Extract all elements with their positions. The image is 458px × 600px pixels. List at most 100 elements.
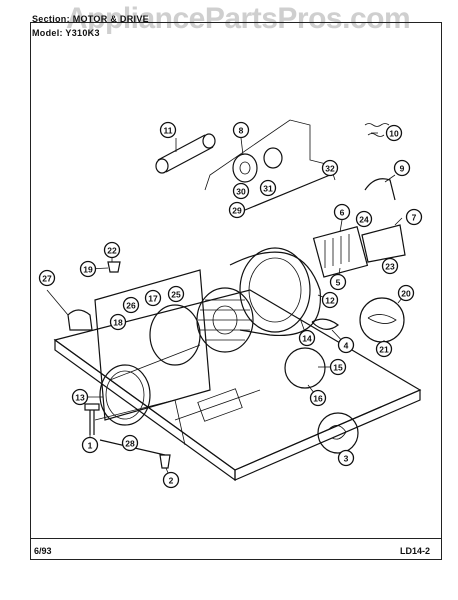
- callout-30: 30: [232, 182, 250, 200]
- callout-number: 22: [107, 246, 117, 256]
- callout-circle: [109, 313, 127, 331]
- callout-3: 3: [337, 449, 355, 467]
- callout-number: 14: [302, 334, 312, 344]
- callout-25: 25: [167, 285, 185, 303]
- callout-circle: [337, 336, 355, 354]
- drum-shaft: [155, 133, 216, 174]
- callout-circle: [375, 340, 393, 358]
- callout-circle: [259, 179, 277, 197]
- callout-number: 20: [401, 289, 411, 299]
- drive-belt: [94, 399, 186, 456]
- callout-number: 15: [333, 363, 343, 373]
- callout-5: 5: [329, 273, 347, 291]
- callout-32: 32: [321, 159, 339, 177]
- callout-circle: [329, 358, 347, 376]
- callout-circle: [167, 285, 185, 303]
- callout-number: 31: [263, 184, 273, 194]
- callout-number: 10: [389, 129, 399, 139]
- callout-10: 10: [385, 124, 403, 142]
- base-plate: [53, 289, 422, 482]
- callout-12: 12: [321, 291, 339, 309]
- callout-13: 13: [71, 388, 89, 406]
- callout-number: 3: [344, 454, 349, 464]
- callout-21: 21: [375, 340, 393, 358]
- callout-circle: [381, 257, 399, 275]
- callout-circle: [81, 436, 99, 454]
- callout-27: 27: [38, 269, 56, 287]
- callout-number: 9: [400, 164, 405, 174]
- blower-wheel: [196, 287, 254, 353]
- callout-circle: [321, 291, 339, 309]
- callout-number: 28: [125, 439, 135, 449]
- callout-number: 24: [359, 215, 369, 225]
- callout-31: 31: [259, 179, 277, 197]
- callout-number: 8: [239, 126, 244, 136]
- diagram-frame: [30, 22, 442, 560]
- callout-number: 23: [385, 262, 395, 272]
- callout-circle: [144, 289, 162, 307]
- callout-16: 16: [309, 389, 327, 407]
- callout-8: 8: [232, 121, 250, 139]
- callout-circle: [71, 388, 89, 406]
- callout-4: 4: [337, 336, 355, 354]
- callout-circle: [122, 296, 140, 314]
- callout-22: 22: [103, 241, 121, 259]
- callout-17: 17: [144, 289, 162, 307]
- callout-26: 26: [122, 296, 140, 314]
- callout-number: 17: [148, 294, 158, 304]
- callout-15: 15: [329, 358, 347, 376]
- callout-circle: [329, 273, 347, 291]
- callout-circle: [397, 284, 415, 302]
- callout-circle: [298, 329, 316, 347]
- callout-number: 25: [171, 290, 181, 300]
- idler-spring: [364, 123, 390, 137]
- callout-number: 7: [412, 213, 417, 223]
- callout-29: 29: [228, 201, 246, 219]
- callout-number: 32: [325, 164, 335, 174]
- callout-11: 11: [159, 121, 177, 139]
- callout-circle: [162, 471, 180, 489]
- callout-number: 4: [344, 341, 349, 351]
- model-number: Model: Y310K3: [32, 28, 100, 38]
- callout-circle: [159, 121, 177, 139]
- detail-circles: [284, 297, 405, 454]
- callout-number: 11: [164, 126, 173, 136]
- callout-number: 18: [113, 318, 123, 328]
- callout-circle: [232, 121, 250, 139]
- callout-number: 29: [232, 206, 242, 216]
- callout-number: 16: [313, 394, 323, 404]
- callout-number: 27: [42, 274, 52, 284]
- callout-circle: [309, 389, 327, 407]
- callout-number: 5: [336, 278, 341, 288]
- callout-number: 30: [236, 187, 246, 197]
- footer-page-code: LD14-2: [400, 546, 431, 556]
- callout-7: 7: [405, 208, 423, 226]
- callout-circle: [393, 159, 411, 177]
- callout-1: 1: [81, 436, 99, 454]
- callout-circle: [232, 182, 250, 200]
- callout-circle: [355, 210, 373, 228]
- motor-clamp: [364, 178, 396, 201]
- callout-24: 24: [355, 210, 373, 228]
- callout-14: 14: [298, 329, 316, 347]
- footer-rule: [30, 538, 442, 539]
- front-housing: [94, 269, 211, 426]
- callout-number: 6: [340, 208, 345, 218]
- callout-number: 26: [126, 301, 136, 311]
- callout-circle: [337, 449, 355, 467]
- watermark: AppliancePartsPros.com: [66, 2, 411, 35]
- callout-circle: [321, 159, 339, 177]
- callout-number: 1: [88, 441, 93, 451]
- callout-circle: [121, 434, 139, 452]
- idler-pulley: [204, 119, 336, 211]
- callout-19: 19: [79, 260, 97, 278]
- callout-2: 2: [162, 471, 180, 489]
- callout-circle: [103, 241, 121, 259]
- callout-circle: [38, 269, 56, 287]
- blower-housing: [229, 247, 321, 337]
- footer-date: 6/93: [34, 546, 52, 556]
- section-title: Section: MOTOR & DRIVE: [32, 14, 149, 24]
